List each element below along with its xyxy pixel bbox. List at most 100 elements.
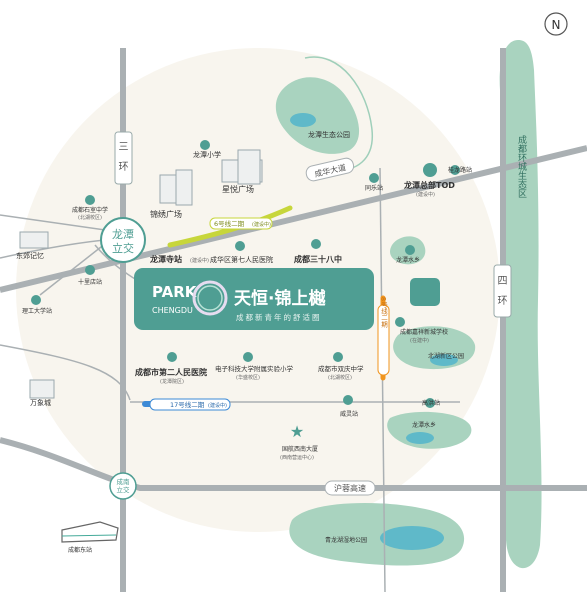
label-longtan-tod-tag: (建设中) <box>416 191 435 198</box>
label-guanglian-tag: (西南营运中心) <box>280 454 314 461</box>
poi-xinyue-school <box>395 317 405 327</box>
third-ring-shield: 三 环 <box>114 131 133 185</box>
brand-name: 天恒·锦上樾 <box>234 288 326 309</box>
north-lake-water <box>430 354 458 366</box>
poi-shiyang-school <box>85 195 95 205</box>
metro-line-6 <box>167 205 293 248</box>
poi-weiling <box>343 395 353 405</box>
brand-ring-logo <box>192 280 228 316</box>
building-sketches <box>19 149 263 399</box>
label-dongjiao: 东郊记忆 <box>16 251 44 260</box>
label-shuangqing: 成都市双庆中学 <box>318 364 364 373</box>
label-north-lake: 北湖新区公园 <box>428 352 464 360</box>
label-chengdu-east: 成都东站 <box>68 546 92 554</box>
chengnan-interchange-a: 成南 <box>117 477 131 486</box>
compass: N <box>544 12 568 36</box>
qinglong-lake <box>380 526 444 550</box>
project-banner: PARK CHENGDU 天恒·锦上樾 成都新青年的舒适圈 <box>134 268 374 330</box>
secondary-road-f <box>0 344 131 401</box>
brand-slogan: 成都新青年的舒适圈 <box>236 312 322 322</box>
label-hospital2: 成都市第二人民医院 <box>135 367 207 377</box>
label-small-park: 龙潭水乡 <box>396 256 420 264</box>
poi-shijie <box>85 265 95 275</box>
label-uestc-school-tag: (华盛校区) <box>236 374 260 381</box>
poi-longtan-primary <box>200 140 210 150</box>
label-tianfu-station: 桂龙路站 <box>448 166 472 174</box>
poi-longtan-tod-badge <box>410 278 440 306</box>
poi-ligong <box>31 295 41 305</box>
label-shiyang-school-tag: (北湖校区) <box>78 214 102 221</box>
landmark-star-icon: ★ <box>290 422 304 441</box>
longtan-river-water <box>406 432 434 444</box>
third-ring-label-a: 三 <box>119 142 129 153</box>
label-longtan-tod: 龙潭总部TOD <box>403 180 455 190</box>
label-guanglian: 国航西南大厦 <box>282 445 318 453</box>
metro-line-6-label: 6号线二期 <box>214 219 245 228</box>
compass-north-label: N <box>552 18 561 32</box>
metro-line-8-tag: 8号线二期 <box>377 297 390 376</box>
chenghua-avenue-tag: 成华大道 <box>305 157 355 182</box>
label-longtan-station-tag: (建设中) <box>190 257 209 264</box>
fourth-ring-shield: 四 环 <box>493 264 512 318</box>
longtan-park-area <box>275 77 360 154</box>
metro-line-8-label: 8号线二期 <box>380 297 388 328</box>
brand-chengdu: CHENGDU <box>152 306 193 315</box>
poi-hospital2 <box>167 352 177 362</box>
label-xinyue-school-tag: (在建中) <box>410 337 429 344</box>
brand-park: PARK <box>152 283 198 301</box>
huyu-expressway-label: 沪蓉高速 <box>334 483 366 493</box>
label-gaohong: 高洪站 <box>422 399 440 407</box>
label-jingle: 同乐站 <box>365 184 383 192</box>
third-ring-label-b: 环 <box>119 162 129 173</box>
metro-line-6-status: (建设中) <box>252 221 271 228</box>
poi-shuangqing <box>333 352 343 362</box>
label-qinglong-lake: 青龙湖湿地公园 <box>325 536 367 544</box>
label-longtan-station: 龙潭寺站 <box>149 254 182 264</box>
building-icon <box>29 379 55 399</box>
qinglong-lake-park <box>289 503 465 566</box>
metro-line-17-status: (建设中) <box>208 402 227 409</box>
poi-longtan-tod <box>423 163 437 177</box>
longtan-interchange: 龙潭 立交 <box>100 217 146 263</box>
huyu-expressway-tag: 沪蓉高速 <box>324 480 376 496</box>
ring-ecology-label: 成都环城生态区 <box>516 134 527 198</box>
label-no38: 成都三十八中 <box>294 254 342 264</box>
building-icon <box>175 169 193 206</box>
chenghua-avenue <box>0 145 587 293</box>
chengnan-interchange: 成南 立交 <box>109 472 137 500</box>
label-xingyue-plaza: 星悦广场 <box>222 184 254 194</box>
label-jinxiu-plaza: 锦绣广场 <box>150 209 182 219</box>
longtan-interchange-a: 龙潭 <box>112 228 134 241</box>
building-icon <box>237 149 261 185</box>
longtan-interchange-b: 立交 <box>112 241 134 255</box>
fourth-ring-label-b: 环 <box>498 296 508 307</box>
label-shuangqing-tag: (北湖校区) <box>328 374 352 381</box>
place-labels: 龙潭生态公园 龙潭小学 星悦广场 锦绣广场 成都石室中学 (北湖校区) 东郊记忆… <box>16 130 472 554</box>
metro-line-17-label: 17号线二期 <box>170 400 205 409</box>
label-longtan-primary: 龙潭小学 <box>193 150 221 159</box>
metro-line-17-tag: 17号线二期 (建设中) <box>149 398 231 411</box>
poi-jingle <box>369 173 379 183</box>
longtan-park-outline <box>304 56 373 171</box>
poi-small-park <box>405 245 415 255</box>
train-icon <box>61 521 119 543</box>
fourth-ring-label-a: 四 <box>498 276 508 287</box>
chengnan-interchange-b: 立交 <box>117 485 131 494</box>
label-shiyang-school: 成都石室中学 <box>72 206 108 214</box>
label-wanxiang: 万象城 <box>30 398 51 407</box>
label-xinyue-school: 成都嘉祥新城学校 <box>400 328 448 336</box>
longtan-lake <box>290 113 316 127</box>
poi-uestc-school <box>243 352 253 362</box>
label-hospital7: 成华区第七人民医院 <box>210 255 273 264</box>
poi-tianfu-station <box>450 165 460 175</box>
label-shijie: 十里店站 <box>78 278 102 286</box>
label-ligong: 理工大学站 <box>22 307 52 315</box>
building-icon <box>19 231 49 249</box>
poi-hospital7 <box>235 241 245 251</box>
poi-gaohong <box>425 398 435 408</box>
metro-line-6-tag: 6号线二期 (建设中) <box>209 217 273 230</box>
label-longtan-river: 龙潭水乡 <box>412 421 436 429</box>
label-hospital2-tag: (龙潭院区) <box>160 378 184 385</box>
